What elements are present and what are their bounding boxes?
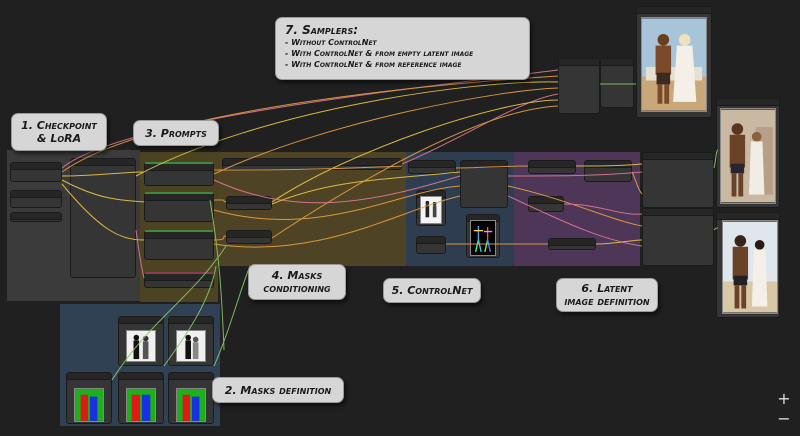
zoom-in-button[interactable]: + [777, 389, 791, 408]
color-mask-image-3 [176, 388, 206, 422]
callout-controlnet: 5. ControlNet [383, 278, 481, 303]
callout-samplers-item-2: - With ControlNet & from empty latent im… [285, 49, 474, 58]
latent-node-2[interactable] [584, 160, 632, 182]
negative-prompt-node[interactable] [144, 272, 214, 288]
callout-masks-definition: 2. Masks definition [212, 377, 344, 403]
controlnet-loader-node[interactable] [408, 160, 456, 174]
decode-node-1[interactable] [600, 58, 634, 108]
callout-controlnet-label: 5. ControlNet [391, 284, 473, 297]
callout-prompts: 3. Prompts [133, 120, 219, 146]
prompt-node-3[interactable] [144, 230, 214, 260]
lora-stack-node[interactable] [70, 158, 136, 278]
zoom-out-button[interactable]: − [777, 409, 791, 428]
callout-masks-conditioning-line2: conditioning [263, 282, 331, 295]
callout-latent-line2: image definition [564, 295, 650, 308]
callout-samplers-item-1: - Without ControlNet [285, 38, 377, 47]
lora-loader-node[interactable] [10, 190, 62, 208]
reference-pose-photo [420, 196, 442, 224]
mask-source-image-2 [176, 330, 206, 362]
clip-node[interactable] [10, 212, 62, 222]
conditioning-combine-node[interactable] [222, 158, 402, 170]
prompt-node-2[interactable] [144, 192, 214, 222]
callout-samplers-item-3: - With ControlNet & from reference image [285, 60, 462, 69]
sampler-node-reference[interactable] [642, 208, 714, 266]
latent-node-1[interactable] [528, 160, 576, 174]
mask-source-image-1 [126, 330, 156, 362]
openpose-skeleton-image [470, 220, 496, 256]
callout-masks-definition-label: 2. Masks definition [224, 384, 332, 397]
color-mask-image-1 [74, 388, 104, 422]
controlnet-preprocess-node[interactable] [416, 236, 446, 254]
checkpoint-loader-node[interactable] [10, 162, 62, 182]
prompt-node-1[interactable] [144, 162, 214, 186]
mask-conditioning-node-1[interactable] [226, 196, 272, 210]
callout-prompts-label: 3. Prompts [145, 127, 207, 140]
callout-checkpoint-line1: 1. Checkpoint [21, 119, 97, 132]
latent-node-3[interactable] [528, 196, 564, 212]
controlnet-apply-node[interactable] [460, 160, 508, 208]
callout-masks-conditioning: 4. Masks conditioning [248, 264, 346, 300]
sampler-node-empty-latent[interactable] [642, 152, 714, 208]
callout-checkpoint-line2: & LoRA [36, 132, 82, 145]
output-image-reference [722, 220, 778, 314]
output-image-empty-latent [720, 108, 776, 204]
sampler-node-no-controlnet[interactable] [558, 58, 600, 114]
output-image-no-controlnet [641, 17, 707, 112]
callout-masks-conditioning-line1: 4. Masks [271, 269, 323, 282]
color-mask-image-2 [126, 388, 156, 422]
callout-samplers: 7. Samplers: - Without ControlNet - With… [275, 17, 530, 80]
callout-latent-image: 6. Latent image definition [556, 278, 658, 312]
callout-samplers-title: 7. Samplers: [285, 23, 359, 37]
latent-node-4[interactable] [548, 238, 596, 250]
callout-checkpoint-lora: 1. Checkpoint & LoRA [11, 113, 107, 151]
mask-conditioning-node-2[interactable] [226, 230, 272, 244]
callout-latent-line1: 6. Latent [581, 282, 633, 295]
